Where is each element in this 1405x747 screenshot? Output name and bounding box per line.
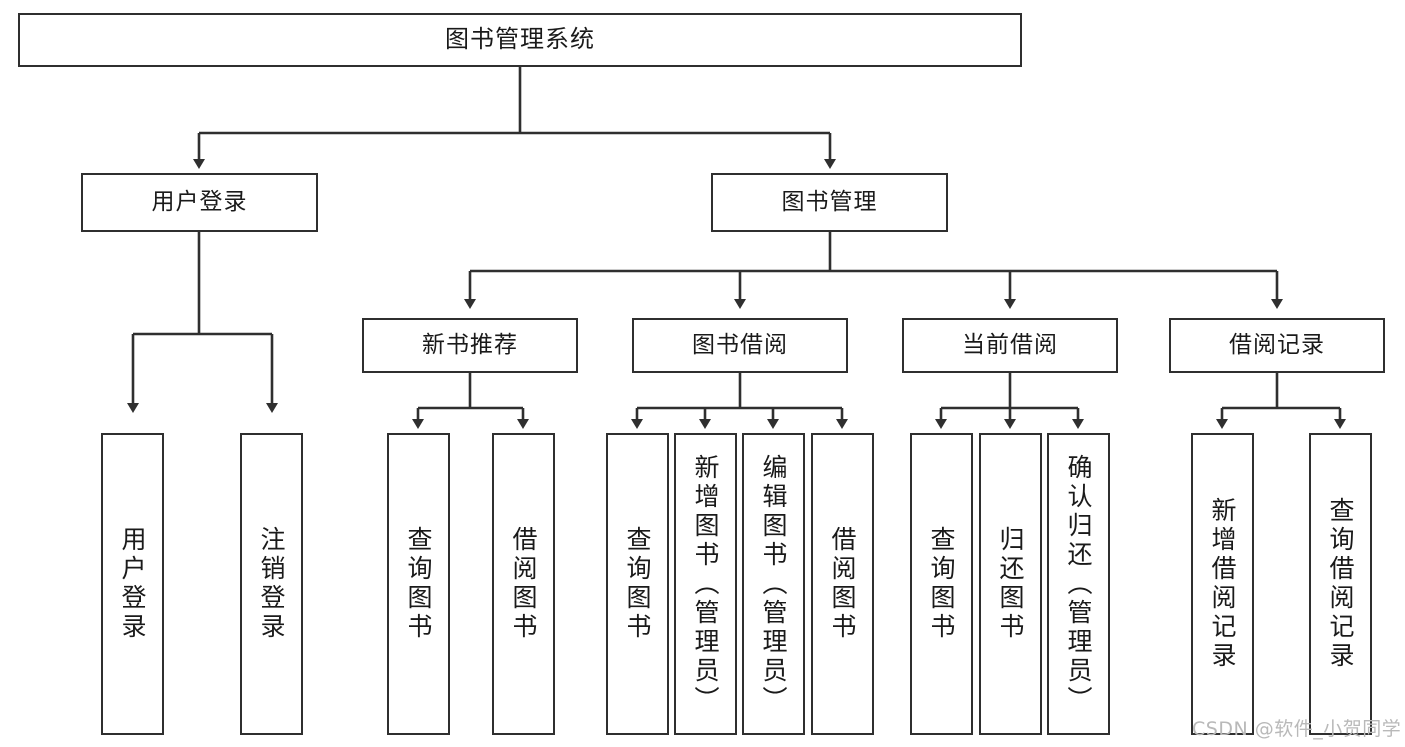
node-book-management[interactable]: 图书管理 <box>711 173 948 232</box>
node-label: 查询借阅记录 <box>1326 497 1355 671</box>
leaf-borrow-book[interactable]: 借阅图书 <box>811 433 874 735</box>
leaf-confirm-return-admin[interactable]: 确认归还（管理员） <box>1047 433 1110 735</box>
node-label: 新增借阅记录 <box>1208 497 1237 671</box>
node-book-borrow[interactable]: 图书借阅 <box>632 318 848 373</box>
node-label: 查询图书 <box>404 526 433 642</box>
node-label: 确认归还（管理员） <box>1064 453 1093 715</box>
node-current-borrow[interactable]: 当前借阅 <box>902 318 1118 373</box>
leaf-user-login[interactable]: 用户登录 <box>101 433 164 735</box>
node-label: 借阅图书 <box>828 526 857 642</box>
leaf-query-book-borrow[interactable]: 查询图书 <box>606 433 669 735</box>
node-label: 图书管理系统 <box>445 25 595 54</box>
leaf-add-book-admin[interactable]: 新增图书（管理员） <box>674 433 737 735</box>
node-label: 用户登录 <box>151 189 248 216</box>
node-new-book-recommend[interactable]: 新书推荐 <box>362 318 578 373</box>
node-user-login[interactable]: 用户登录 <box>81 173 318 232</box>
csdn-watermark: CSDN @软件_小贺同学 <box>1192 718 1402 740</box>
leaf-query-book-newbook[interactable]: 查询图书 <box>387 433 450 735</box>
leaf-query-borrow-record[interactable]: 查询借阅记录 <box>1309 433 1372 735</box>
node-label: 注销登录 <box>257 526 286 642</box>
node-borrow-record[interactable]: 借阅记录 <box>1169 318 1385 373</box>
node-label: 新书推荐 <box>422 332 518 359</box>
node-label: 归还图书 <box>996 526 1025 642</box>
leaf-return-book[interactable]: 归还图书 <box>979 433 1042 735</box>
node-label: 用户登录 <box>118 526 147 642</box>
leaf-logout[interactable]: 注销登录 <box>240 433 303 735</box>
node-label: 新增图书（管理员） <box>691 453 720 715</box>
node-label: 查询图书 <box>623 526 652 642</box>
node-label: 图书管理 <box>781 189 878 216</box>
node-label: 编辑图书（管理员） <box>759 453 788 715</box>
leaf-add-borrow-record[interactable]: 新增借阅记录 <box>1191 433 1254 735</box>
node-label: 借阅记录 <box>1229 332 1325 359</box>
leaf-query-book-current[interactable]: 查询图书 <box>910 433 973 735</box>
node-root-system[interactable]: 图书管理系统 <box>18 13 1022 67</box>
node-label: 当前借阅 <box>962 332 1058 359</box>
node-label: 图书借阅 <box>692 332 788 359</box>
leaf-borrow-book-newbook[interactable]: 借阅图书 <box>492 433 555 735</box>
leaf-edit-book-admin[interactable]: 编辑图书（管理员） <box>742 433 805 735</box>
node-label: 查询图书 <box>927 526 956 642</box>
node-label: 借阅图书 <box>509 526 538 642</box>
